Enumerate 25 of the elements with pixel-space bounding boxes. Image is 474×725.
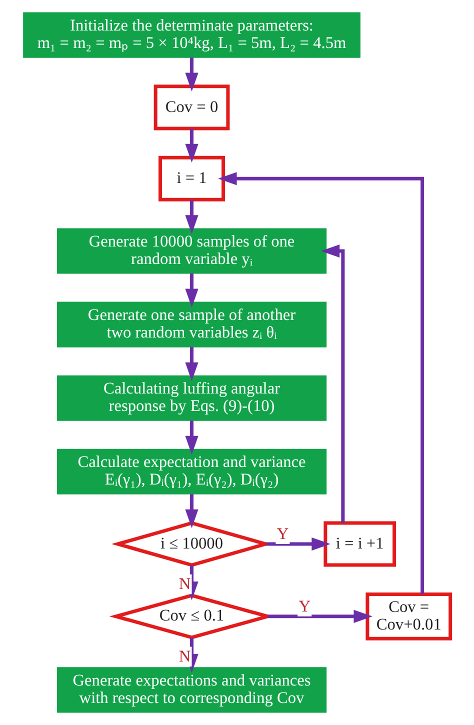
node-box: i = i +1 <box>324 521 396 567</box>
arrow <box>185 420 198 455</box>
arrow <box>185 128 198 163</box>
arrow <box>185 273 198 308</box>
node-box: Generate one sample of another two random variables zᵢ θᵢ <box>56 302 327 348</box>
node-box: Generate 10000 samples of one random variable yᵢ <box>56 228 327 274</box>
node-box: Calculating luffing angular response by Eqs. (9)-(10) <box>56 375 327 421</box>
arrow <box>185 494 198 528</box>
node-box: Initialize the determinate parameters: m₁ = m₂ = mₚ = 5 × 10⁴kg, L₁ = 5m, L₂ = 4.5m <box>23 12 360 58</box>
node-box: Cov = Cov+0.01 <box>366 592 452 640</box>
node-box: Calculate expectation and variance Eᵢ(γ₁), Dᵢ(γ₁), Eᵢ(γ₂), Dᵢ(γ₂) <box>56 448 327 494</box>
arrow <box>266 537 330 551</box>
arrow <box>185 347 198 382</box>
edge-label: Y <box>276 524 289 543</box>
arrow <box>185 58 198 92</box>
arrow <box>268 610 372 623</box>
arrow <box>218 172 424 594</box>
arrow <box>320 244 345 523</box>
edge-label: Y <box>298 596 311 616</box>
edge-label: N <box>178 646 191 666</box>
edge-label: N <box>178 574 191 594</box>
arrow <box>185 200 198 234</box>
node-box: i = 1 <box>158 156 226 202</box>
node-box: Generate expectations and variances with respect to corresponding Cov <box>56 667 327 713</box>
node-box: Cov = 0 <box>154 84 230 130</box>
